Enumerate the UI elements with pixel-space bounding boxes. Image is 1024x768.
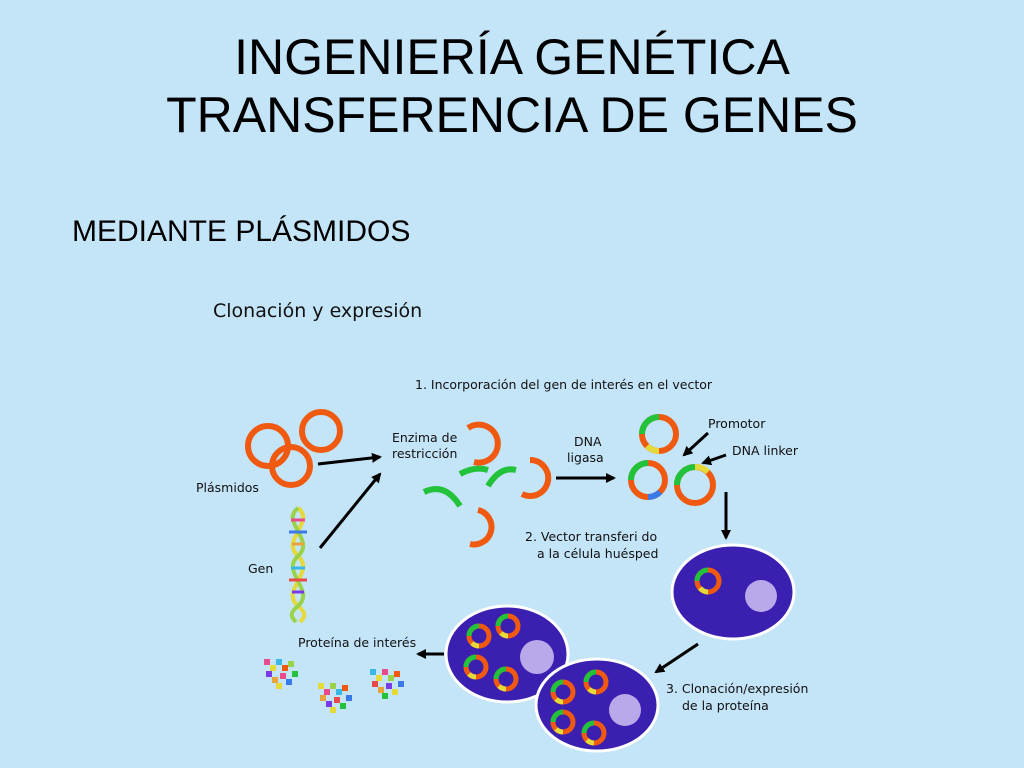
diagram-title: Clonación y expresión bbox=[213, 300, 422, 322]
plasmid-ring bbox=[269, 444, 313, 488]
protein-cluster bbox=[318, 683, 352, 713]
enzyme-label-line2: restricción bbox=[392, 446, 457, 461]
arrow-plasmids-to-enzyme bbox=[317, 452, 382, 466]
gene-fragment bbox=[458, 465, 489, 477]
cloned-cell-plasmid bbox=[493, 666, 519, 692]
recombinant-plasmids bbox=[628, 414, 716, 506]
cloned-cell-nucleus bbox=[520, 640, 554, 674]
slide-title-line1: INGENIERÍA GENÉTICA bbox=[234, 29, 790, 85]
dna-linker-label: DNA linker bbox=[732, 443, 799, 458]
recombinant-plasmid bbox=[639, 414, 679, 454]
step3-label-line1: 3. Clonación/expresión bbox=[666, 681, 808, 696]
cloned-cell-plasmid bbox=[463, 654, 489, 680]
arrow-promotor bbox=[682, 431, 710, 457]
cloned-cell-plasmid bbox=[466, 623, 492, 649]
recombinant-plasmid bbox=[674, 464, 716, 506]
cut-fragments bbox=[422, 421, 552, 548]
arrow-gene-to-enzyme bbox=[318, 472, 382, 549]
step2-label-line2: a la célula huésped bbox=[537, 546, 658, 561]
plasmid-fragment bbox=[466, 421, 501, 466]
protein-cluster bbox=[264, 659, 298, 689]
plasmid-ring bbox=[299, 409, 343, 453]
cloned-cell-plasmid bbox=[581, 720, 607, 746]
enzyme-label-line1: Enzima de bbox=[392, 430, 458, 445]
step1-label: 1. Incorporación del gen de interés en e… bbox=[415, 377, 713, 392]
cloned-cell bbox=[534, 657, 660, 753]
slide-title-line2: TRANSFERENCIA DE GENES bbox=[166, 87, 858, 143]
recombinant-plasmid bbox=[628, 460, 668, 500]
host-cell-nucleus bbox=[745, 580, 777, 612]
gene-label: Gen bbox=[248, 561, 273, 576]
plasmids-label: Plásmidos bbox=[196, 480, 259, 495]
protein-cluster bbox=[370, 669, 404, 699]
step2-label-line1: 2. Vector transferi do bbox=[525, 529, 657, 544]
cloned-cell-plasmid bbox=[583, 669, 609, 695]
plasmid-fragment bbox=[469, 507, 495, 548]
cloned-cell-nucleus bbox=[609, 694, 641, 726]
host-cell bbox=[670, 543, 796, 641]
arrow-dna-linker bbox=[701, 453, 727, 466]
slide-subtitle: MEDIANTE PLÁSMIDOS bbox=[72, 215, 411, 248]
step3-label-line2: de la proteína bbox=[682, 698, 769, 713]
cloned-cell-plasmid bbox=[495, 613, 521, 639]
gene-fragment bbox=[485, 466, 517, 488]
gene-helix bbox=[289, 506, 307, 624]
cloned-cell-plasmid bbox=[550, 679, 576, 705]
ligase-label-line2: ligasa bbox=[567, 450, 604, 465]
slide-title: INGENIERÍA GENÉTICA TRANSFERENCIA DE GEN… bbox=[0, 28, 1024, 144]
gene-fragment bbox=[422, 486, 463, 508]
host-cell-plasmid bbox=[694, 567, 722, 595]
cloned-cell bbox=[444, 604, 570, 704]
plasmids-group bbox=[245, 409, 343, 488]
promotor-label: Promotor bbox=[708, 416, 766, 431]
cloned-cell-plasmid bbox=[550, 709, 576, 735]
plasmid-fragment bbox=[520, 456, 552, 499]
ligase-label-line1: DNA bbox=[574, 434, 602, 449]
protein-label: Proteína de interés bbox=[298, 635, 416, 650]
arrow-to-cloned-cells bbox=[654, 642, 699, 674]
